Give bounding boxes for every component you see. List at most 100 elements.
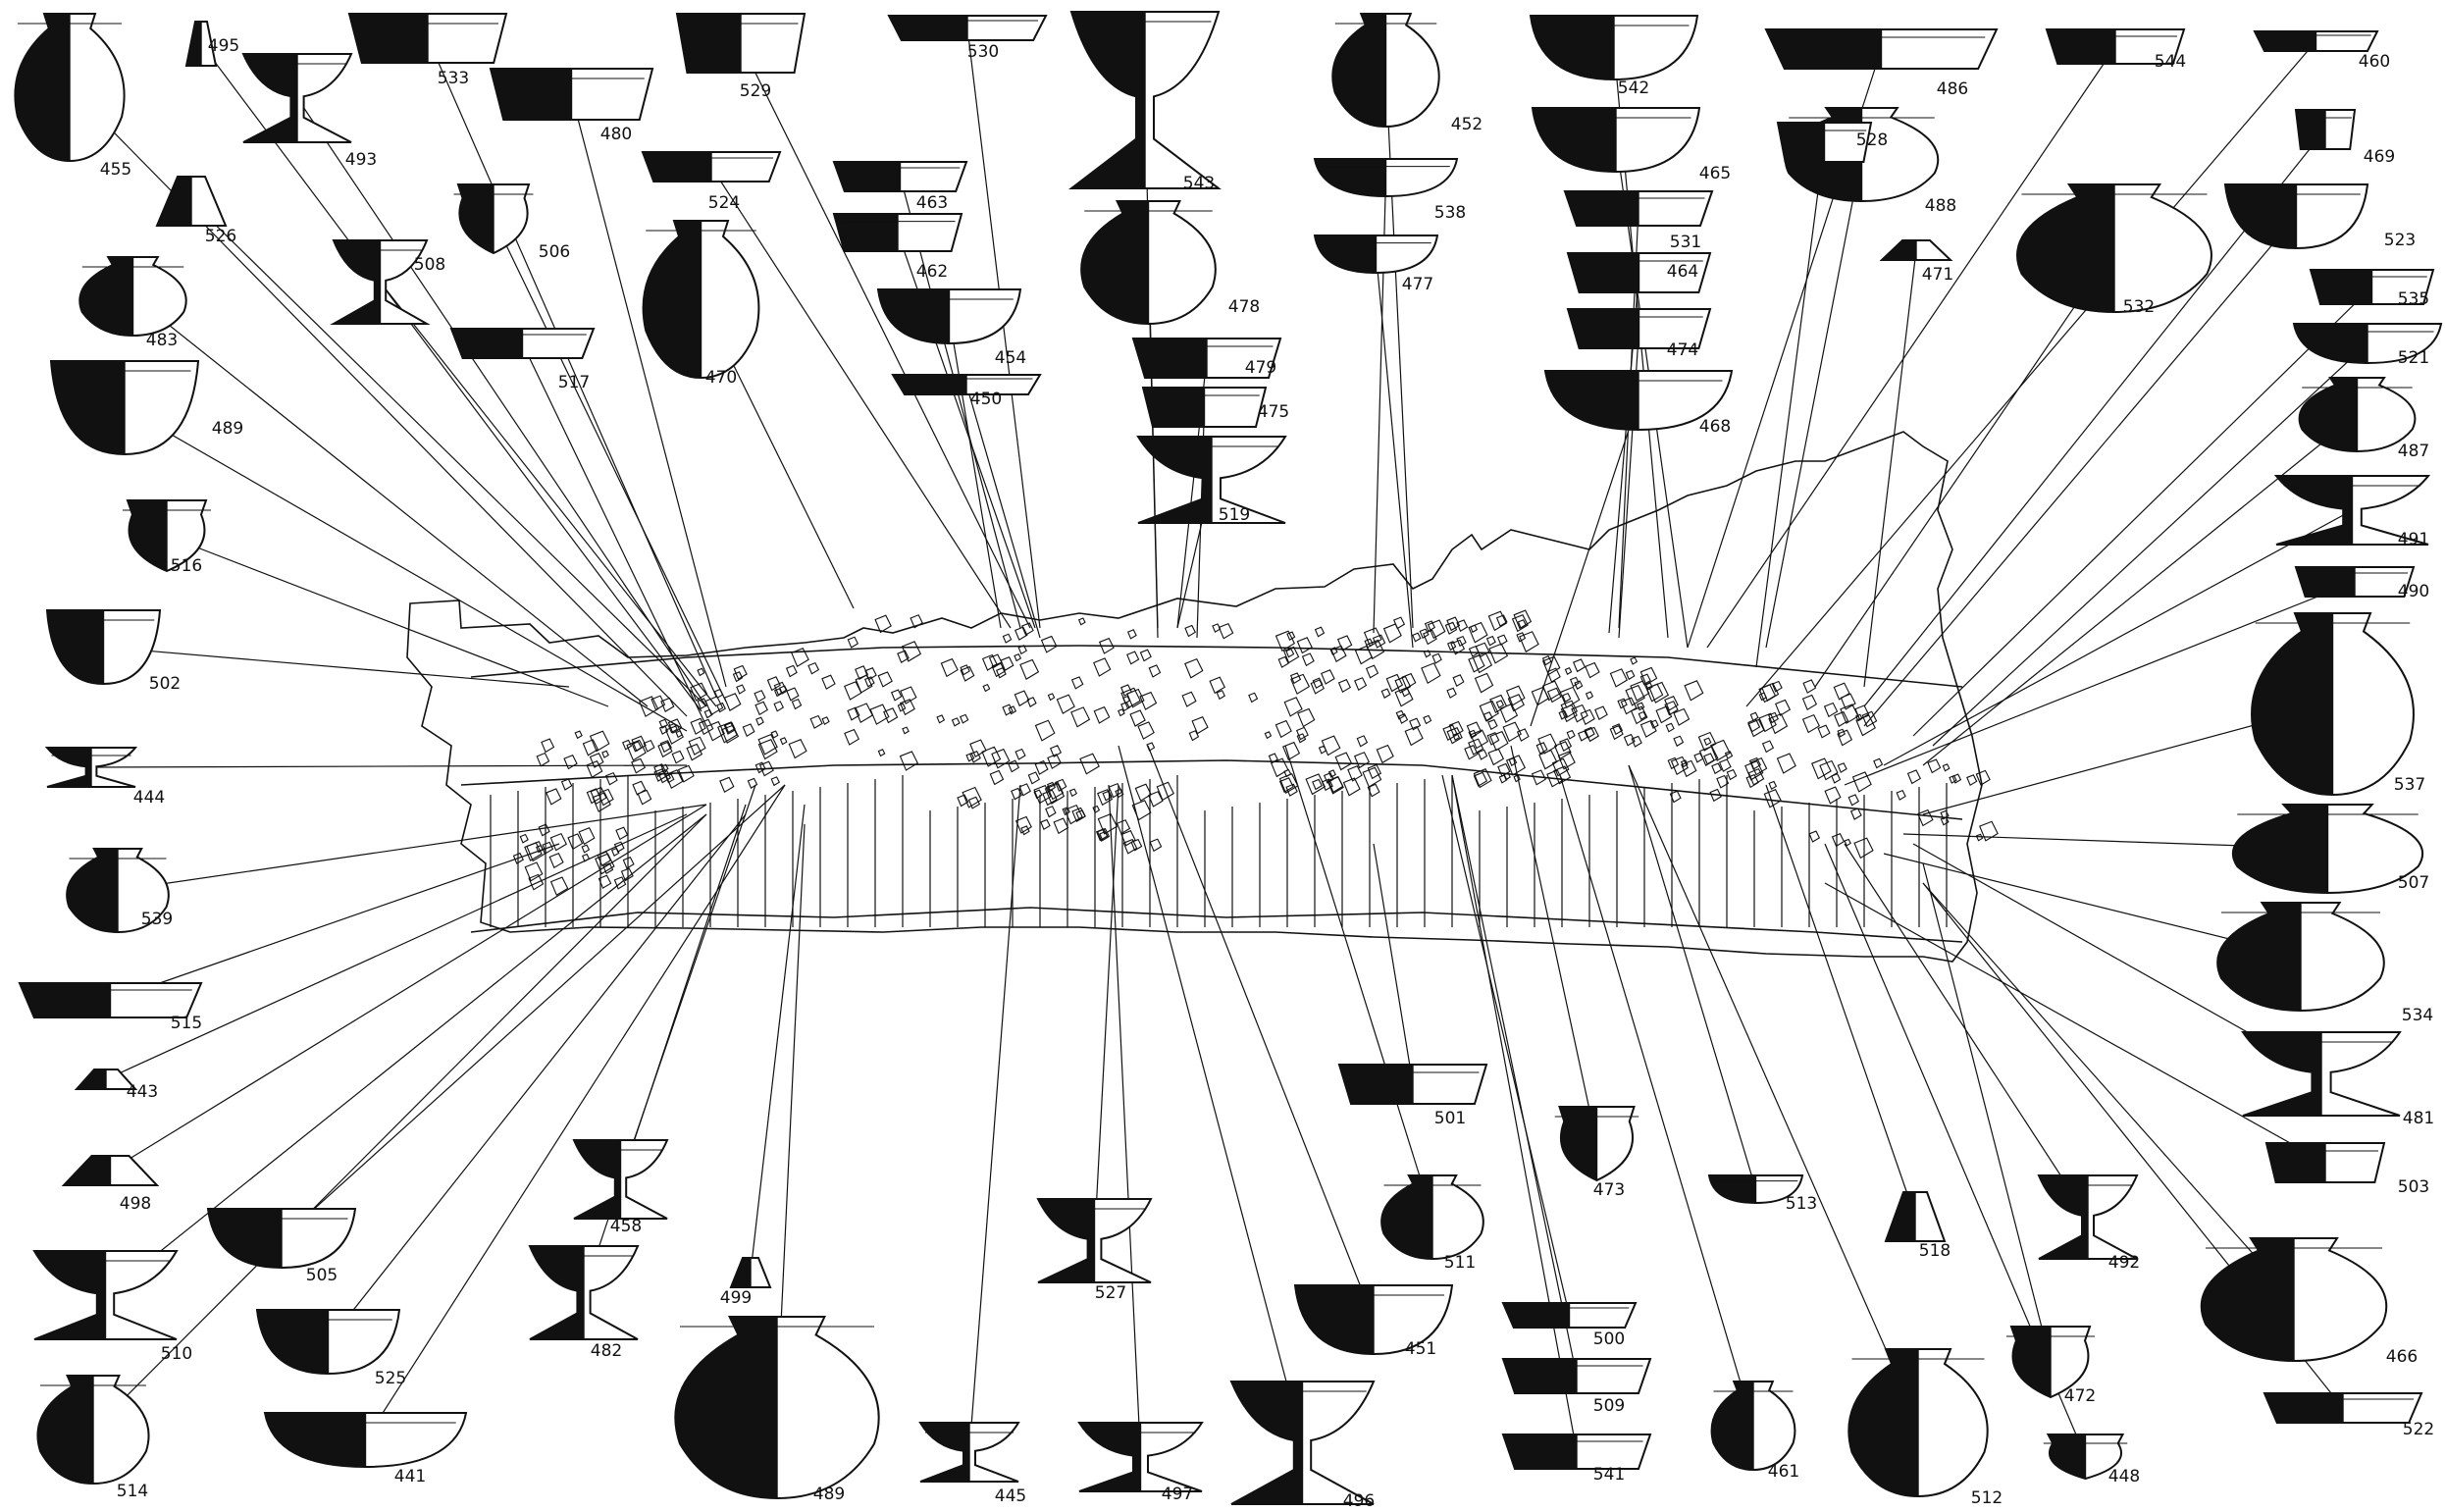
- sherd: [1823, 702, 1839, 718]
- vessel-number: 502: [149, 674, 181, 694]
- leader-line: [1451, 774, 1578, 1377]
- sherd: [1718, 758, 1732, 772]
- sherd: [779, 685, 788, 695]
- sherd: [1747, 767, 1765, 786]
- vessel-number: 541: [1593, 1465, 1625, 1485]
- leader-line: [1814, 247, 2115, 688]
- leader-line: [521, 342, 707, 727]
- sherd: [1485, 635, 1496, 647]
- sherd: [1301, 652, 1315, 667]
- sherd: [1062, 807, 1070, 816]
- sherd: [1330, 645, 1347, 663]
- vessel-number: 524: [708, 193, 740, 213]
- vessel-number: 489: [813, 1485, 845, 1504]
- sherd: [1670, 756, 1689, 775]
- vessel-number: 443: [127, 1082, 158, 1102]
- vessel: [241, 53, 353, 143]
- sherd: [1499, 703, 1519, 723]
- sherd: [1318, 745, 1327, 755]
- sherd: [1498, 774, 1508, 784]
- sherd: [1321, 735, 1341, 756]
- sherd: [1774, 699, 1792, 716]
- sherd: [1064, 804, 1083, 825]
- sherd: [658, 725, 669, 735]
- sherd: [1511, 614, 1529, 633]
- sherd: [1120, 684, 1132, 697]
- sherd: [1392, 616, 1406, 630]
- sherd: [1665, 722, 1675, 733]
- sherd: [1896, 789, 1906, 801]
- sherd: [1421, 662, 1441, 685]
- sherd: [1855, 714, 1876, 737]
- vessel-section-fill: [920, 1423, 969, 1482]
- vessel-number: 537: [2394, 775, 2425, 795]
- sherd: [512, 852, 524, 864]
- vessel: [2223, 183, 2369, 250]
- sherd: [1312, 778, 1323, 791]
- sherd: [1296, 637, 1313, 654]
- vessel-section-fill: [349, 14, 428, 63]
- sherd: [1423, 629, 1437, 646]
- vessel: [2016, 183, 2212, 314]
- sherd: [1423, 714, 1432, 725]
- sherd: [1473, 768, 1492, 789]
- vessel-number: 460: [2359, 52, 2390, 72]
- sherd: [1505, 755, 1527, 776]
- sherd: [821, 716, 830, 725]
- sherd: [1130, 838, 1143, 852]
- vessel-number: 530: [967, 42, 999, 62]
- vessel: [1501, 1358, 1652, 1394]
- vessel: [674, 1316, 880, 1500]
- sherd: [1698, 745, 1719, 766]
- sherd: [1519, 631, 1539, 653]
- sherd: [1975, 833, 1984, 842]
- sherd: [1748, 756, 1761, 770]
- sherd: [519, 833, 529, 844]
- vessel-section-fill: [2011, 1327, 2051, 1397]
- sherd: [960, 665, 975, 682]
- vessel: [330, 239, 431, 325]
- sherd: [791, 647, 809, 668]
- vessel-number: 507: [2398, 873, 2429, 893]
- sherd: [723, 693, 742, 711]
- sherd: [1323, 772, 1334, 784]
- sherd: [899, 751, 919, 771]
- sherd: [1837, 728, 1847, 738]
- vessel: [1531, 107, 1701, 174]
- vessel: [2298, 377, 2417, 453]
- sherd: [1184, 624, 1196, 638]
- vessel-number: 469: [2364, 147, 2395, 167]
- sherd: [643, 739, 655, 753]
- leader-line: [1118, 745, 1304, 1443]
- sherd: [574, 730, 583, 740]
- vessel-number: 496: [1343, 1491, 1375, 1511]
- sherd: [779, 737, 788, 746]
- vessel-number: 526: [205, 227, 236, 246]
- sherd: [1053, 817, 1069, 835]
- leader-line: [1844, 581, 2356, 786]
- sherd: [1423, 650, 1431, 658]
- sherd: [1181, 691, 1197, 707]
- leader-lines: [69, 27, 2372, 1458]
- sherd: [1837, 762, 1847, 773]
- sherd: [626, 739, 647, 761]
- sherd: [1831, 773, 1842, 784]
- vessel-number: 528: [1856, 130, 1888, 150]
- sherd: [1212, 623, 1222, 633]
- sherd: [747, 777, 758, 789]
- vessel-section-fill: [530, 1246, 584, 1339]
- sherd: [1541, 680, 1562, 702]
- vessel-number: 477: [1402, 275, 1433, 294]
- sherd: [754, 761, 766, 774]
- leader-line: [740, 42, 1031, 629]
- sherd: [1489, 694, 1508, 714]
- sherd: [757, 738, 778, 760]
- sherd: [1761, 740, 1775, 754]
- sherd: [1638, 710, 1647, 721]
- vessel: [1313, 235, 1439, 275]
- vessel: [1501, 1434, 1652, 1470]
- sherd: [951, 717, 961, 727]
- vessel-section-fill: [451, 329, 523, 358]
- vessel-section-fill: [1503, 1434, 1577, 1469]
- sherd: [1468, 621, 1488, 644]
